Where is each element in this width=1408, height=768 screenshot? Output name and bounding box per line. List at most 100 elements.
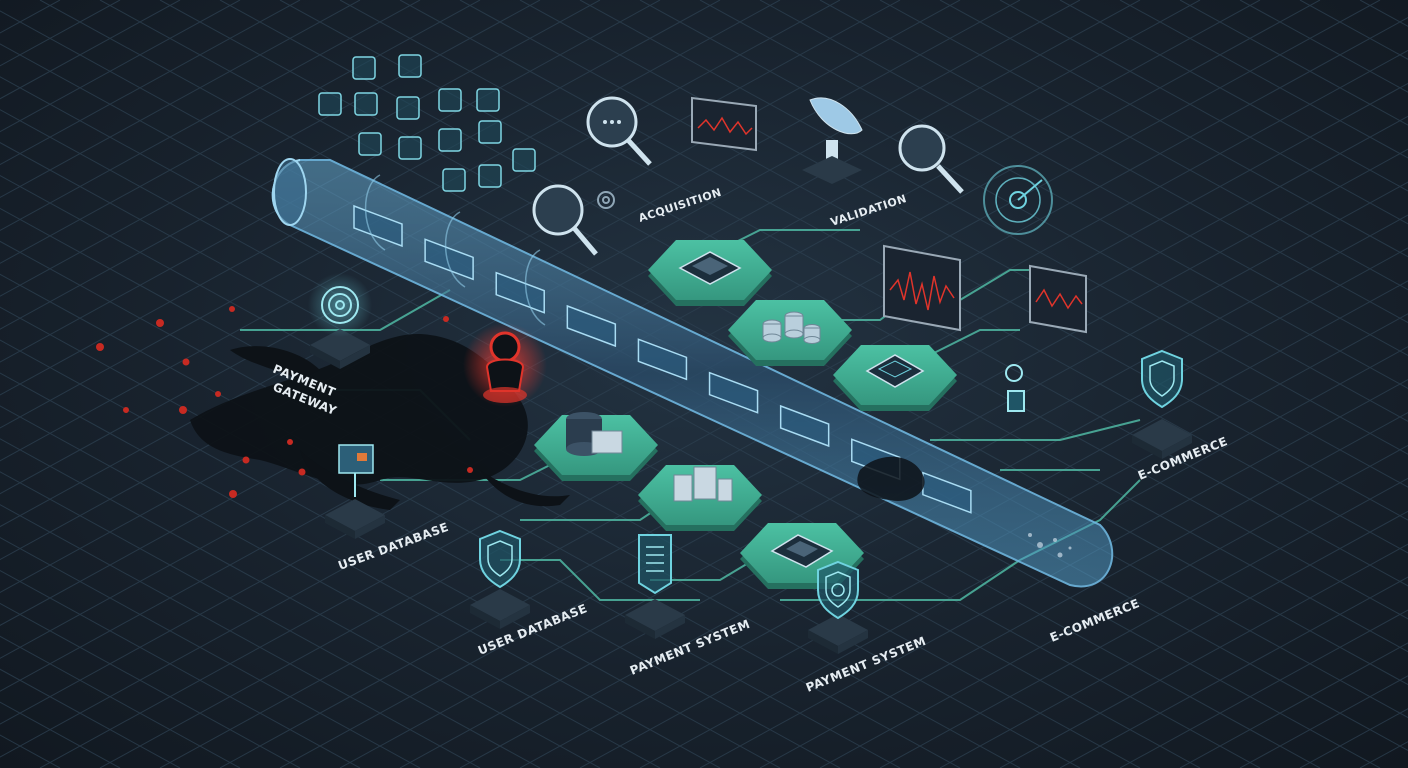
- gateway-pedestal: [308, 273, 372, 369]
- floating-icon: [438, 88, 462, 112]
- grid-line: [0, 569, 361, 768]
- grid-line: [0, 471, 541, 768]
- floating-icon: [438, 128, 462, 152]
- grid-line: [699, 0, 1408, 389]
- floating-icon: [476, 88, 500, 112]
- floating-icon: [442, 168, 466, 192]
- breach-splatter: [96, 306, 570, 510]
- fingerprint-icon: [321, 286, 359, 324]
- grid-line: [0, 504, 481, 768]
- connector-line: [930, 419, 1141, 441]
- grid-line: [0, 537, 421, 768]
- magnifier-icon: [532, 184, 598, 256]
- grid-line: [339, 181, 1408, 768]
- grid-line: [0, 0, 301, 166]
- floating-icon: [396, 96, 420, 120]
- grid-line: [1299, 708, 1408, 768]
- grid-line: [0, 0, 781, 429]
- grid-line: [639, 346, 1408, 768]
- floating-icon: [398, 136, 422, 160]
- grid-line: [1059, 0, 1408, 192]
- server-icon: [865, 354, 925, 388]
- grid-line: [1119, 609, 1408, 768]
- shield-icon: [817, 561, 859, 619]
- floating-icon: [512, 148, 536, 172]
- grid-line: [999, 543, 1408, 768]
- pipe-data-packets: [353, 204, 972, 514]
- grid-line: [1179, 642, 1408, 768]
- processing-node-storage: [534, 412, 658, 481]
- key-icon: [1005, 364, 1025, 412]
- grid-line: [0, 405, 661, 768]
- grid-line: [0, 0, 661, 363]
- user-database-pedestal: [325, 444, 385, 539]
- document-icon: [638, 534, 672, 595]
- grid-line: [699, 379, 1408, 768]
- satellite-dish-icon: [802, 97, 863, 184]
- monitor-chart-icon: [883, 244, 961, 332]
- data-packet: [424, 238, 474, 281]
- data-pipe: [271, 158, 1114, 588]
- data-packet: [779, 404, 830, 448]
- grid-line: [819, 444, 1408, 768]
- grid-line: [939, 0, 1408, 258]
- grid-line: [279, 148, 1408, 768]
- floating-icon: [478, 164, 502, 188]
- key-icon-pedestal: [1005, 364, 1025, 412]
- grid-line: [759, 411, 1408, 768]
- grid-line: [759, 0, 1408, 357]
- grid-line: [1059, 576, 1408, 768]
- floating-icon: [358, 132, 382, 156]
- processing-node-database: [728, 300, 852, 366]
- processing-node-terminal: [740, 523, 864, 589]
- grid-line: [0, 0, 361, 199]
- grid-line: [0, 0, 121, 67]
- floating-icon: [478, 120, 502, 144]
- grid-line: [0, 0, 481, 264]
- grid-line: [1299, 0, 1408, 60]
- payment-card-icon: [338, 444, 374, 497]
- floating-icon: [398, 54, 422, 78]
- database-stack-icon: [566, 412, 623, 456]
- magnifier-icon: [898, 124, 964, 194]
- payment-system-2-shield-pedestal: [808, 561, 868, 654]
- grid-line: [1239, 0, 1408, 93]
- data-packet: [566, 304, 617, 348]
- data-packet: [708, 371, 759, 414]
- grid-line: [939, 510, 1408, 768]
- grid-line: [1239, 675, 1408, 768]
- cpu-chip-icon: [678, 251, 742, 285]
- grid-line: [0, 0, 1321, 725]
- shield-icon: [1141, 350, 1183, 408]
- floating-icon: [352, 56, 376, 80]
- e-commerce-shield-pedestal: [1132, 350, 1192, 459]
- grid-line: [1119, 0, 1408, 159]
- processing-node-servers: [638, 465, 762, 531]
- connector-line: [240, 289, 451, 331]
- data-packet: [495, 271, 545, 314]
- user-database-shield-pedestal: [470, 530, 530, 629]
- grid-line: [0, 438, 601, 768]
- grid-line: [0, 701, 121, 768]
- label-e-commerce-mid: E-COMMERCE: [1048, 596, 1142, 645]
- grid-line: [399, 214, 1408, 768]
- grid-line: [0, 0, 421, 231]
- grid-line: [879, 477, 1408, 768]
- monitor-chart-icon: [1029, 264, 1087, 334]
- gear-icon: [597, 191, 615, 209]
- database-stack-icon: [762, 311, 821, 344]
- floating-icon-cluster: [318, 54, 536, 192]
- grid-line: [0, 0, 241, 133]
- hacker-icon: [463, 323, 547, 407]
- floating-icon: [354, 92, 378, 116]
- processing-node-cpu: [648, 240, 772, 306]
- payment-card-icon: [770, 534, 834, 568]
- server-icon: [673, 466, 733, 502]
- grid-line: [0, 635, 241, 768]
- grid-line: [0, 0, 601, 330]
- processing-node-server: [833, 345, 957, 411]
- floating-icon: [318, 92, 342, 116]
- grid-line: [1179, 0, 1408, 126]
- grid-line: [519, 280, 1408, 768]
